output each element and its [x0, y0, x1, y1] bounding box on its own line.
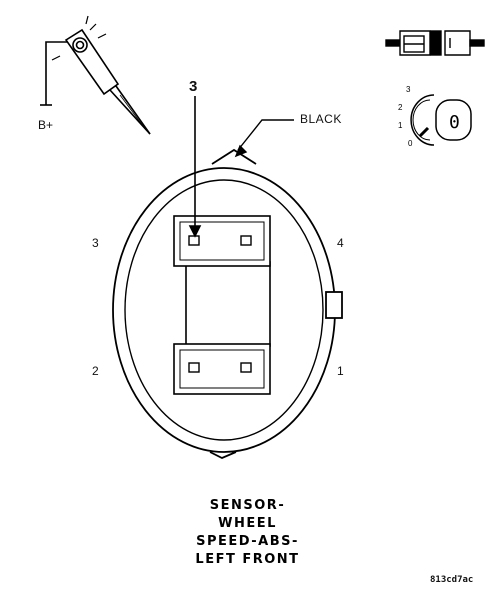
pin-label-3: 3 — [92, 236, 99, 250]
terminal-cavity-1 — [240, 362, 252, 373]
connector-body — [112, 148, 343, 459]
title-line-2: WHEEL — [218, 516, 277, 531]
title-line-1: SENSOR- — [209, 498, 286, 513]
b-plus-label: B+ — [38, 118, 54, 132]
wire-color-leader — [234, 119, 294, 158]
figure-reference: 813cd7ac — [430, 575, 474, 585]
terminal-cavity-3 — [188, 235, 200, 246]
test-light-icon — [40, 15, 151, 135]
terminal-cavity-4 — [240, 235, 252, 246]
pin-label-4: 4 — [337, 236, 344, 250]
title-line-4: LEFT FRONT — [195, 552, 300, 567]
terminal-cavity-2 — [188, 362, 200, 373]
pin-label-2: 2 — [92, 364, 99, 378]
ignition-pos-0: 0 — [408, 139, 413, 148]
title-line-3: SPEED-ABS- — [196, 534, 299, 549]
ignition-pos-2: 2 — [398, 103, 403, 112]
svg-text:0: 0 — [449, 112, 460, 133]
ignition-pos-1: 1 — [398, 121, 403, 130]
wire-color-label: BLACK — [300, 112, 342, 126]
connector-disconnect-icon — [385, 30, 485, 56]
ignition-pos-3: 3 — [406, 85, 411, 94]
ignition-switch-icon: 0 — [410, 94, 472, 146]
pin-label-1: 1 — [337, 364, 344, 378]
callout-number: 3 — [189, 78, 198, 95]
callout-arrow — [188, 96, 202, 238]
